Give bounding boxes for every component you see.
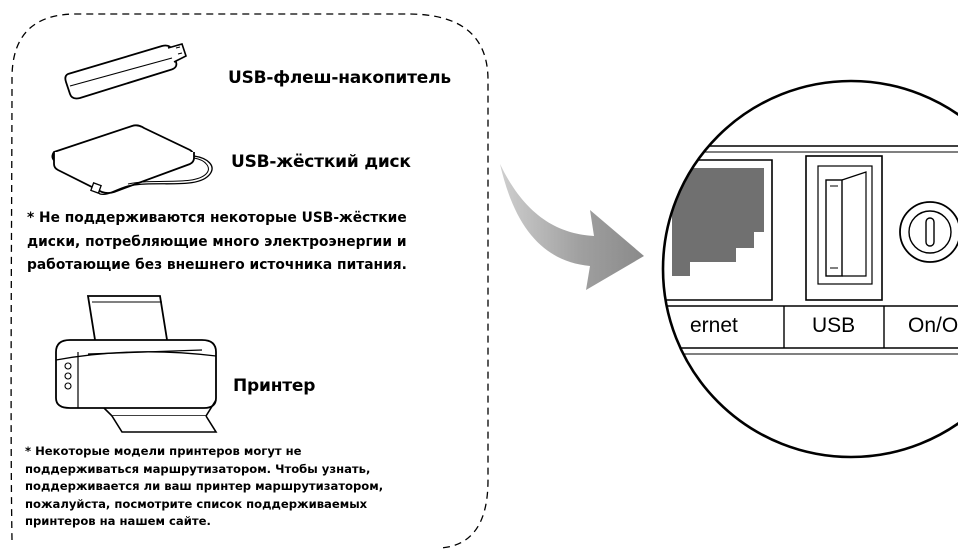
hdd-note-line: работающие без внешнего источника питани… [27, 257, 407, 273]
printer-note-line: поддерживаться маршрутизатором. Чтобы уз… [25, 461, 371, 476]
printer-note-line: пожалуйста, посмотрите список поддержива… [25, 496, 368, 511]
curved-arrow-icon [500, 164, 644, 290]
hdd-note-line: * Не поддерживаются некоторые USB-жёстки… [27, 210, 407, 226]
power-port-label: On/O [908, 314, 958, 337]
ethernet-port-label: ernet [690, 314, 738, 337]
usb-flash-drive-label: USB-флеш-накопитель [228, 68, 451, 88]
hdd-note-line: диски, потребляющие много электроэнергии… [27, 233, 407, 250]
usb-hard-drive-label: USB-жёсткий диск [231, 152, 411, 172]
usb-port [805, 155, 883, 301]
printer-note-line: * Некоторые модели принтеров могут не [25, 444, 302, 458]
usb-hard-drive-icon [51, 124, 213, 196]
power-button [899, 201, 958, 263]
ethernet-port [663, 159, 773, 301]
printer-note-line: принтеров на нашем сайте. [25, 514, 211, 529]
hdd-note: * Не поддерживаются некоторые USB-жёстки… [27, 207, 477, 278]
usb-port-label: USB [812, 314, 856, 337]
printer-label: Принтер [233, 376, 316, 396]
printer-icon [55, 295, 218, 433]
printer-note: * Некоторые модели принтеров могут не по… [25, 443, 475, 531]
printer-note-line: поддерживается ли ваш принтер маршрутиза… [25, 479, 384, 494]
usb-flash-drive-icon [64, 43, 187, 100]
